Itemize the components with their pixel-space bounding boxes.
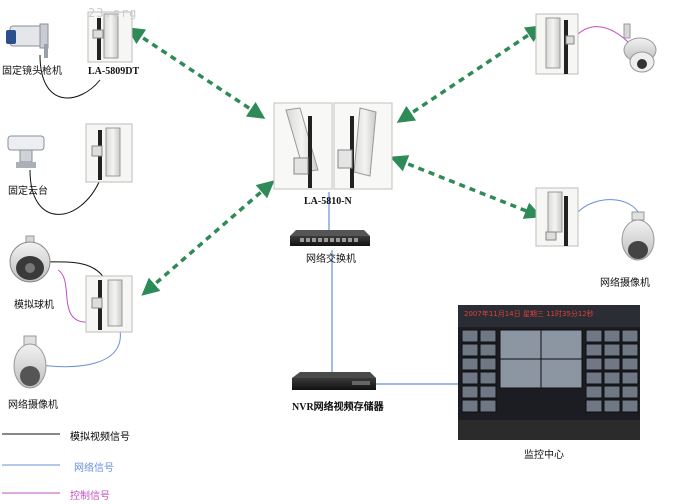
video-wall-screen — [603, 371, 621, 385]
network-cable-right-camera — [577, 199, 641, 216]
label-fixed-camera: 固定镜头枪机 — [2, 66, 62, 77]
bridge-unit-top-right — [535, 13, 579, 75]
fixed-camera-icon — [6, 23, 49, 58]
control-cable-analog-dome — [57, 269, 91, 323]
video-wall-screen — [461, 357, 479, 371]
fixed-ptz-icon — [7, 135, 45, 168]
video-wall-screen — [479, 329, 497, 343]
video-wall-screen — [603, 357, 621, 371]
video-wall-screen — [621, 399, 639, 413]
video-wall-screen — [585, 357, 603, 371]
video-wall-screen — [585, 329, 603, 343]
legend-lines — [2, 433, 60, 494]
watermark: 23.org — [88, 6, 138, 20]
label-bridge-la5809dt: LA-5809DT — [88, 66, 140, 77]
wireless-links — [126, 25, 544, 296]
video-wall-screen — [621, 385, 639, 399]
video-wall-screen — [479, 399, 497, 413]
video-wall-screen — [479, 385, 497, 399]
video-wall-screen — [603, 385, 621, 399]
legend-label-analog: 模拟视频信号 — [70, 432, 130, 443]
video-wall-screen — [479, 357, 497, 371]
wireless-link-top-right — [396, 25, 544, 123]
analog-cable-fixed-ptz — [29, 169, 101, 215]
legend-label-control: 控制信号 — [70, 491, 110, 502]
network-camera-right-icon — [621, 211, 655, 261]
video-wall-screen — [603, 343, 621, 357]
bridge-unit-top-left — [87, 11, 133, 63]
legend-label-network: 网络信号 — [74, 463, 114, 474]
label-center-bridge: LA-5810-N — [304, 196, 352, 207]
video-wall-screen — [461, 371, 479, 385]
wireless-link-top-left — [126, 27, 266, 119]
ptz-dome-right-icon — [623, 23, 657, 73]
video-wall-screen — [585, 371, 603, 385]
wireless-link-mid-right — [389, 155, 543, 219]
analog-dome-icon — [9, 235, 51, 283]
label-analog-dome: 模拟球机 — [14, 300, 54, 311]
center-bridge-icon — [273, 102, 393, 190]
video-wall-screen — [461, 329, 479, 343]
label-network-camera-right: 网络摄像机 — [600, 278, 650, 289]
bridge-unit-mid-left — [85, 123, 133, 183]
video-wall-screen — [585, 343, 603, 357]
nvr-icon — [292, 372, 376, 390]
video-wall-screen — [461, 343, 479, 357]
wireless-link-mid-left — [141, 180, 275, 296]
bridge-unit-mid-right — [535, 187, 579, 247]
video-wall-screen — [621, 357, 639, 371]
video-wall-screen — [603, 329, 621, 343]
video-wall-header: 2007年11月14日 星期三 11时35分12秒 — [464, 310, 594, 318]
label-monitor-center: 监控中心 — [524, 450, 564, 461]
video-wall-icon — [458, 305, 640, 440]
network-camera-left-icon — [13, 335, 47, 389]
video-wall-screen — [621, 371, 639, 385]
analog-cable-fixed-camera — [39, 54, 101, 99]
label-network-camera-left: 网络摄像机 — [8, 400, 58, 411]
video-wall-screen — [621, 343, 639, 357]
control-cable-right-dome — [573, 26, 629, 43]
video-wall-screen — [621, 329, 639, 343]
video-wall-screen — [585, 399, 603, 413]
video-wall-screen — [461, 399, 479, 413]
label-fixed-ptz: 固定云台 — [8, 186, 48, 197]
video-wall-screen — [461, 385, 479, 399]
bridge-unit-lower-left — [85, 275, 133, 333]
video-wall-screen — [585, 385, 603, 399]
video-wall-screen — [479, 371, 497, 385]
video-wall-screen — [603, 399, 621, 413]
network-cable-left-camera — [39, 329, 121, 368]
label-network-switch: 网络交换机 — [306, 254, 356, 265]
video-wall-screen — [479, 343, 497, 357]
network-switch-icon — [290, 230, 370, 246]
label-nvr: NVR网络视频存储器 — [292, 402, 384, 413]
